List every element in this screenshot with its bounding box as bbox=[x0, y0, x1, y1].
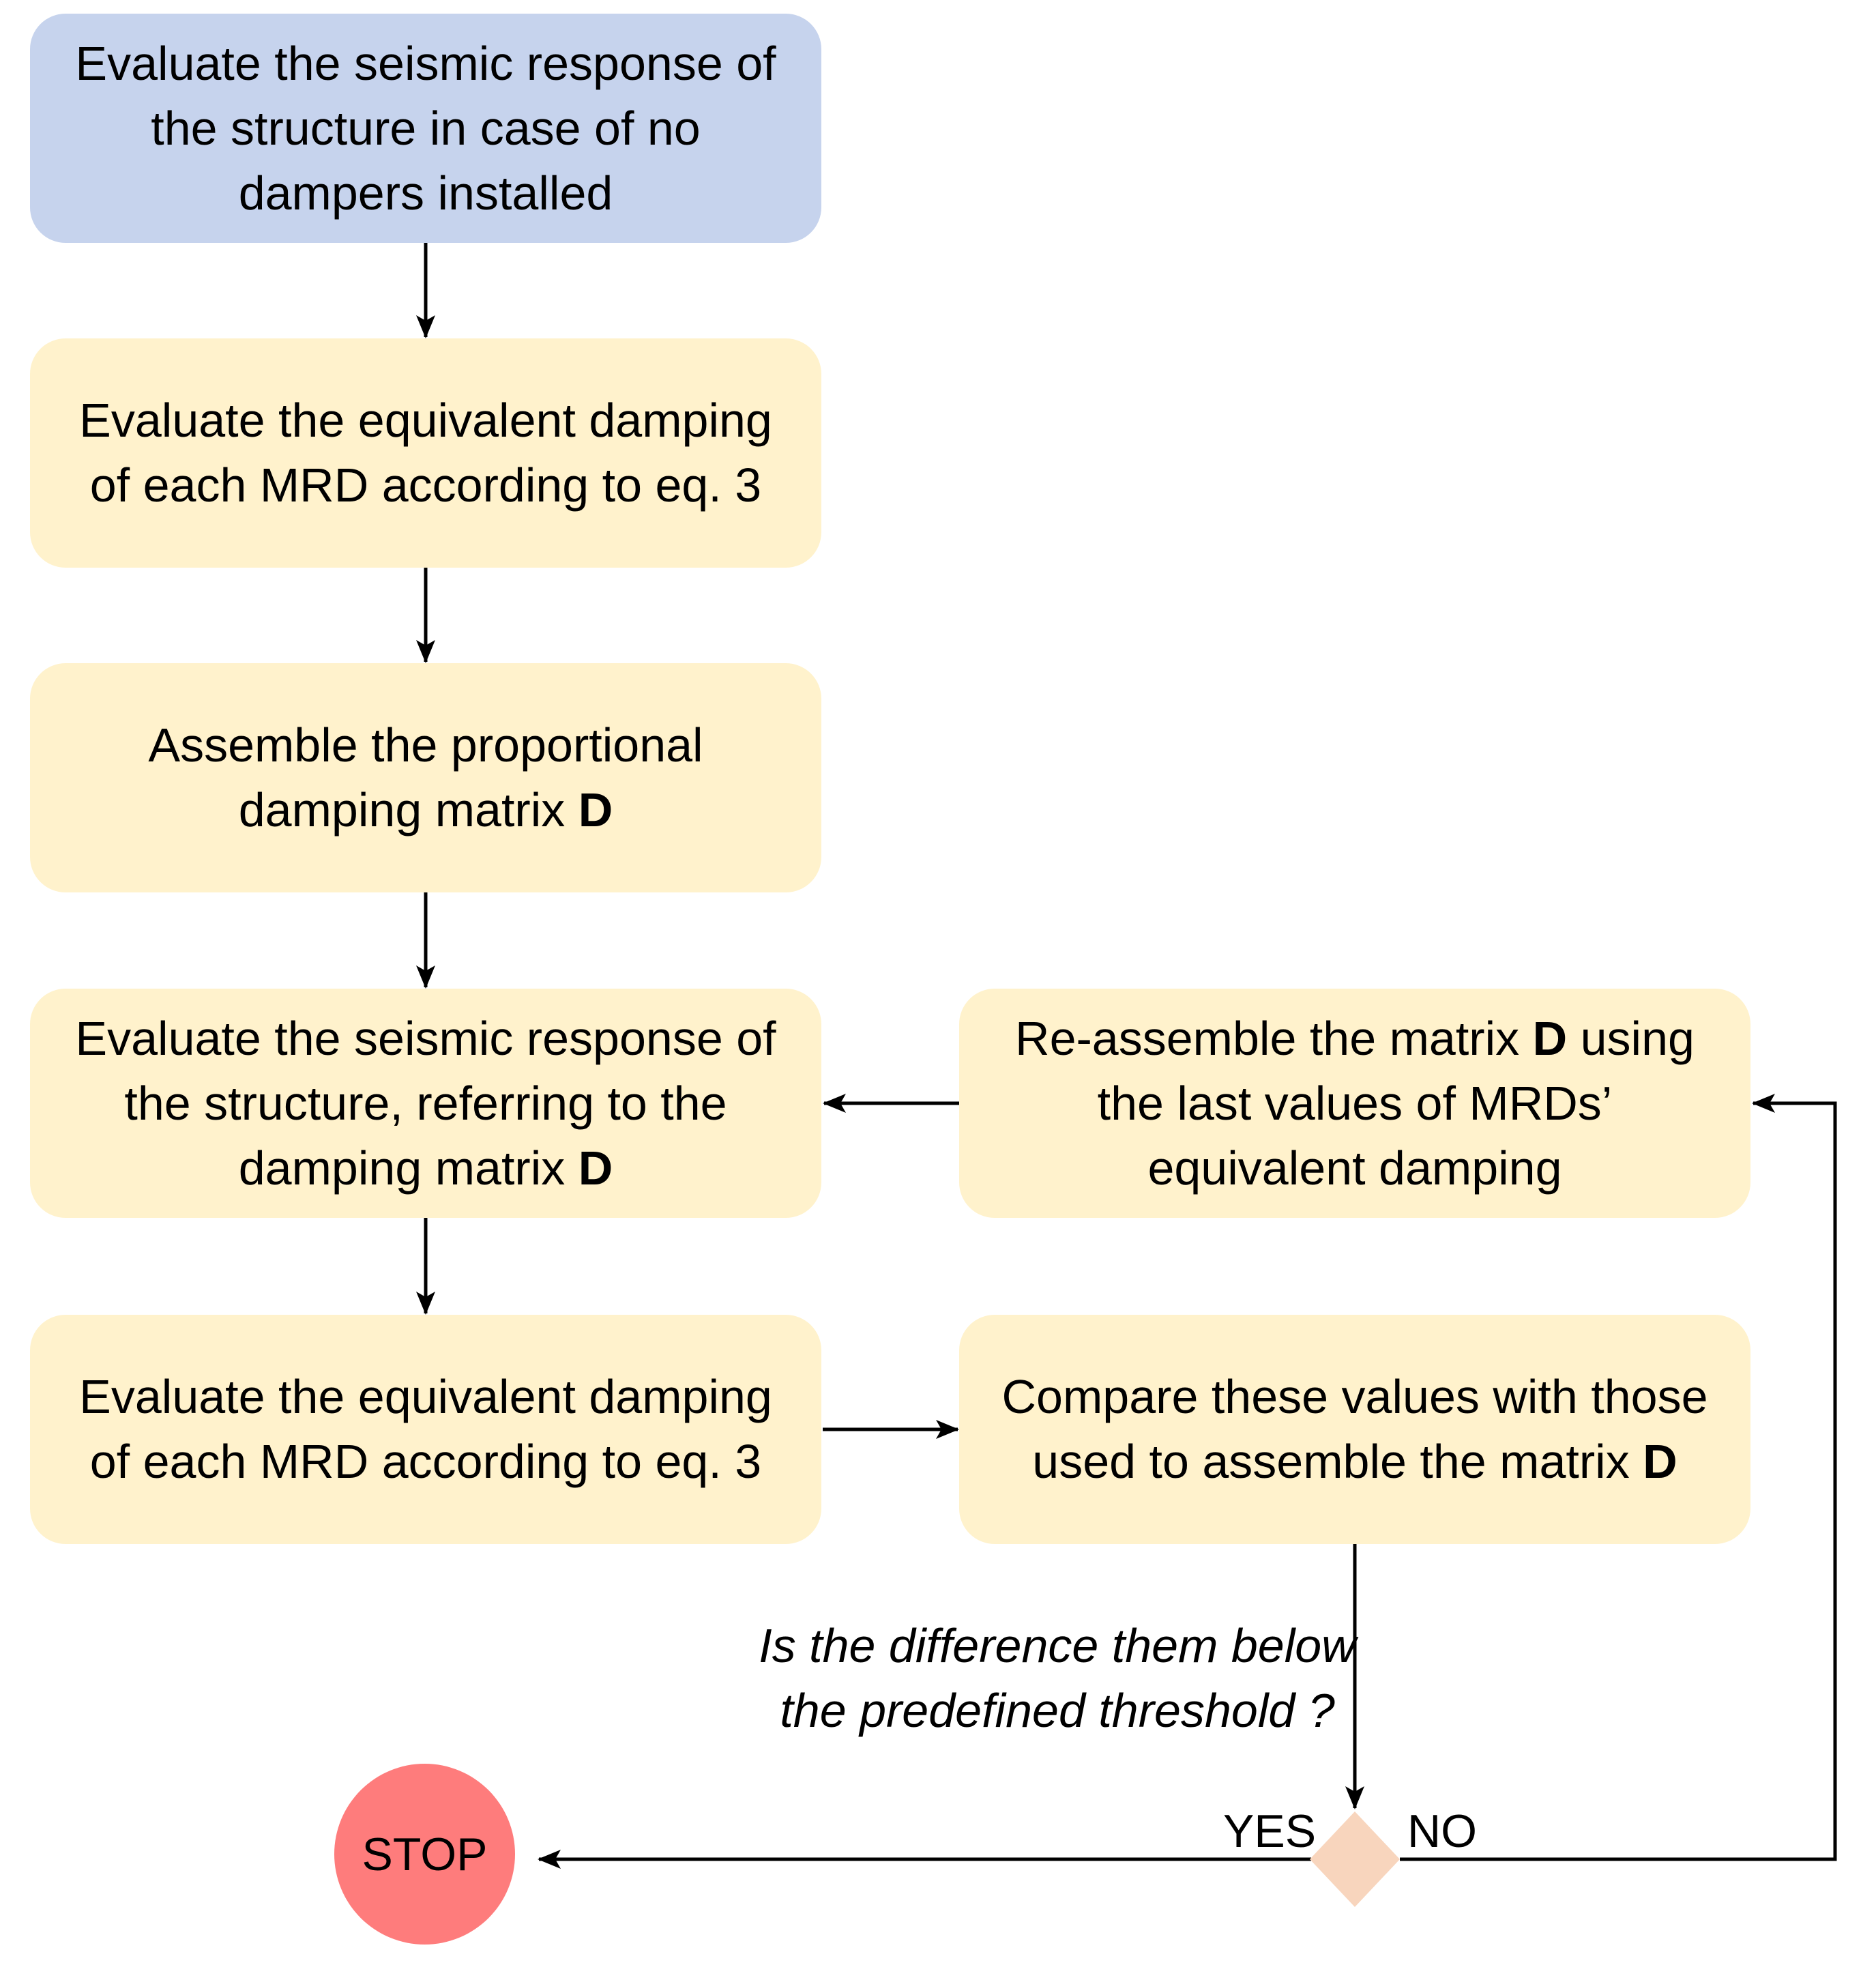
step-7-text: Compare these values with those used to … bbox=[1001, 1370, 1708, 1488]
step-5-text: Evaluate the equivalent damping of each … bbox=[79, 1370, 772, 1488]
step-5-box: Evaluate the equivalent damping of each … bbox=[30, 1315, 821, 1544]
decision-no-label: NO bbox=[1407, 1805, 1477, 1857]
step-3-content: Assemble the proportional damping matrix… bbox=[71, 713, 780, 843]
step-6-text-post: using the last values of MRDs’ equivalen… bbox=[1097, 1011, 1695, 1195]
decision-question: Is the difference them below the predefi… bbox=[759, 1619, 1356, 1737]
step-4-content: Evaluate the seismic response of the str… bbox=[44, 1006, 808, 1201]
step-4-text: Evaluate the seismic response of the str… bbox=[75, 1011, 776, 1195]
step-7-content: Compare these values with those used to … bbox=[1000, 1365, 1710, 1494]
stop-terminal: STOP bbox=[334, 1764, 515, 1945]
stop-label: STOP bbox=[362, 1828, 488, 1880]
step-6-text-pre: Re-assemble the matrix bbox=[1015, 1011, 1520, 1065]
decision-diamond bbox=[1310, 1811, 1400, 1907]
step-4-matrix-symbol: D bbox=[578, 1141, 613, 1195]
step-1-box: Evaluate the seismic response of the str… bbox=[30, 14, 821, 243]
arrow-decision-no-to-step6 bbox=[1400, 1094, 1837, 1861]
step-1-text: Evaluate the seismic response of the str… bbox=[75, 36, 776, 220]
decision-yes-label: YES bbox=[1223, 1805, 1317, 1857]
step-7-box: Compare these values with those used to … bbox=[959, 1315, 1750, 1544]
step-3-matrix-symbol: D bbox=[578, 783, 613, 836]
step-6-box: Re-assemble the matrix D using the last … bbox=[959, 989, 1750, 1218]
step-6-matrix-symbol: D bbox=[1532, 1011, 1568, 1065]
step-3-box: Assemble the proportional damping matrix… bbox=[30, 663, 821, 892]
step-6-content: Re-assemble the matrix D using the last … bbox=[1000, 1006, 1710, 1201]
step-2-text: Evaluate the equivalent damping of each … bbox=[79, 394, 772, 512]
step-2-box: Evaluate the equivalent damping of each … bbox=[30, 338, 821, 568]
step-4-box: Evaluate the seismic response of the str… bbox=[30, 989, 821, 1218]
step-7-matrix-symbol: D bbox=[1643, 1435, 1677, 1488]
step-3-text: Assemble the proportional damping matrix bbox=[148, 718, 703, 836]
